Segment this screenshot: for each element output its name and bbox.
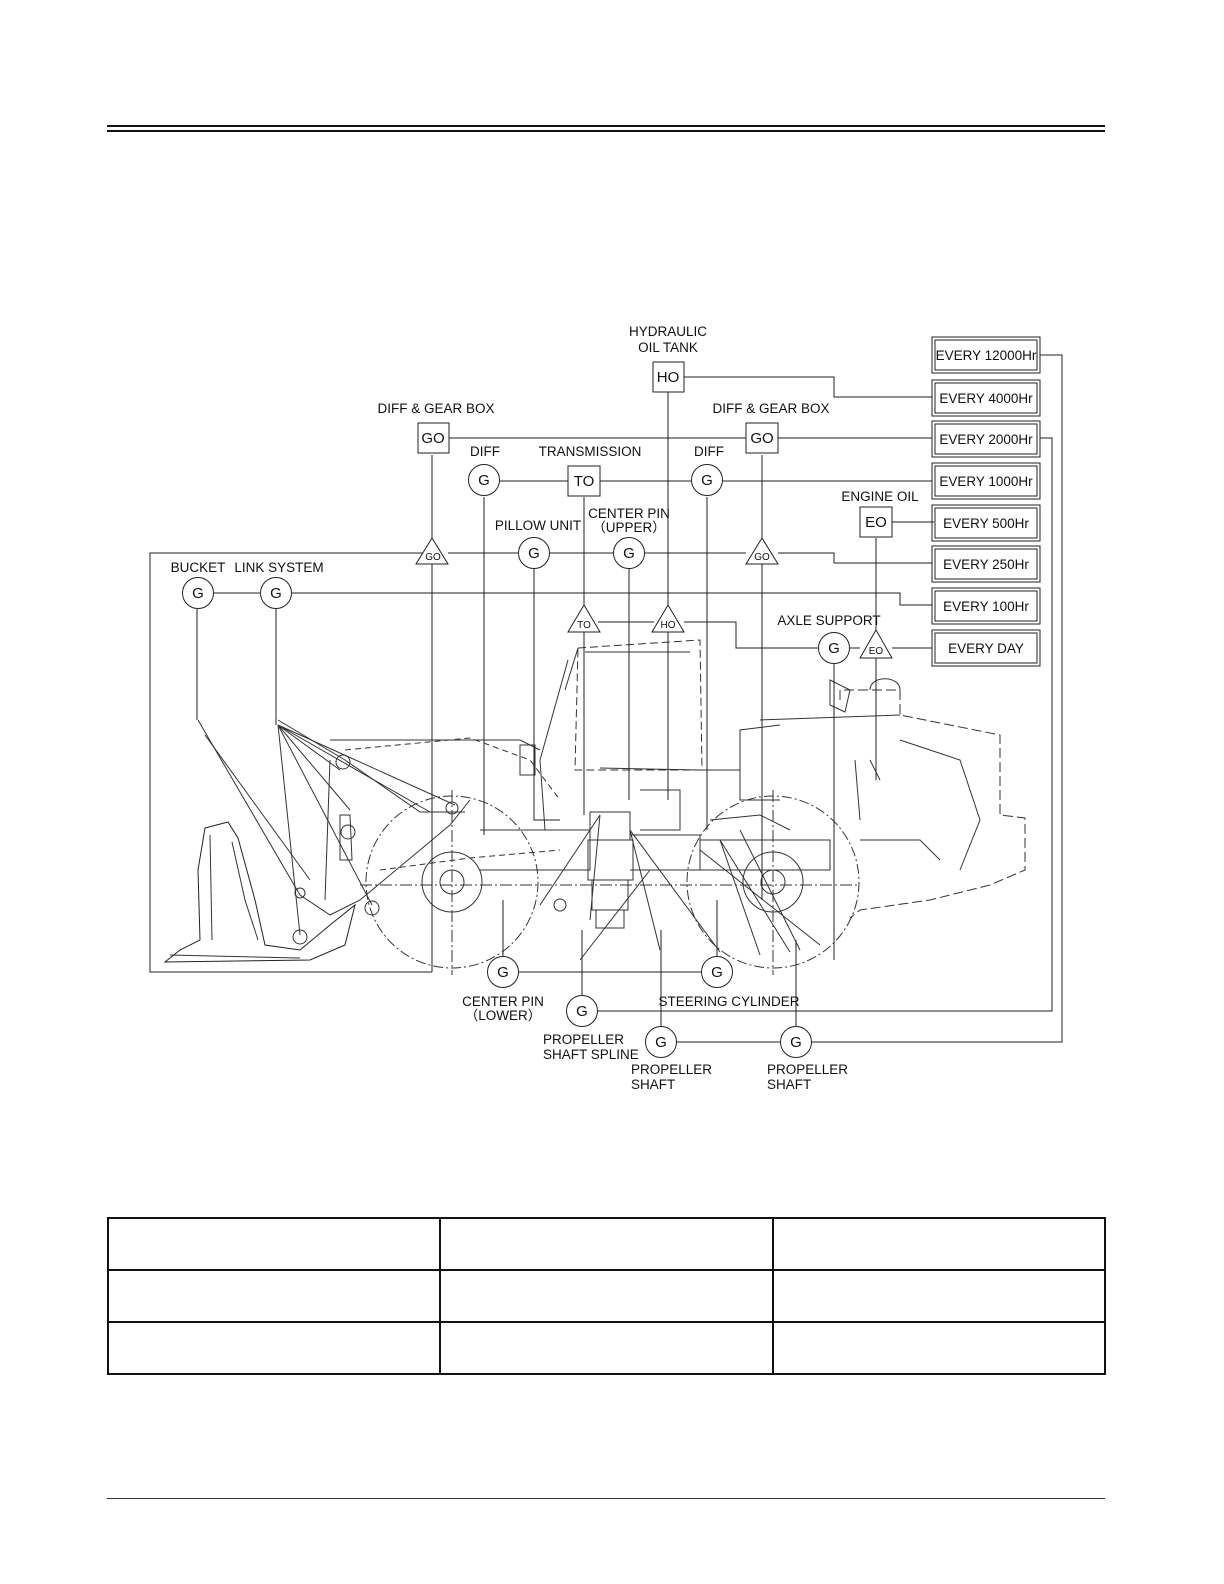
link-system-label: LINK SYSTEM (234, 560, 323, 575)
table-cell (771, 1217, 1107, 1271)
pillow-unit-label: PILLOW UNIT (495, 518, 581, 533)
table-cell (771, 1321, 1107, 1375)
propeller-shaft-left-label-2: SHAFT (631, 1077, 675, 1092)
transmission-label: TRANSMISSION (539, 444, 642, 459)
table-cell (106, 1321, 442, 1375)
symbol-propeller-shaft-right: G (790, 1034, 802, 1051)
table-cell (771, 1269, 1107, 1323)
triangle-to: TO (577, 620, 591, 631)
triangle-ho: HO (661, 620, 676, 631)
center-pin-lower-label-1: CENTER PIN (462, 994, 544, 1009)
interval-250-label: EVERY 250Hr (943, 557, 1029, 572)
symbol-ho: HO (657, 369, 680, 386)
diff-right-label: DIFF (694, 444, 724, 459)
table-row (106, 1269, 1107, 1323)
interval-2000-label: EVERY 2000Hr (939, 432, 1033, 447)
center-pin-upper-label-1: CENTER PIN (588, 506, 670, 521)
hydraulic-oil-tank-label-1: HYDRAULIC (629, 324, 707, 339)
header-rule-thick (107, 125, 1105, 127)
symbol-shapes (182, 361, 893, 1058)
table-cell (106, 1269, 442, 1323)
triangle-go-right: GO (754, 552, 770, 563)
footer-rule (107, 1498, 1105, 1499)
interval-100-label: EVERY 100Hr (943, 599, 1029, 614)
axle-support-label: AXLE SUPPORT (777, 613, 880, 628)
interval-4000-label: EVERY 4000Hr (939, 391, 1033, 406)
bucket-label: BUCKET (171, 560, 226, 575)
symbol-to: TO (574, 473, 595, 490)
symbol-propeller-shaft-left: G (655, 1034, 667, 1051)
hydraulic-oil-tank-label-2: OIL TANK (638, 340, 698, 355)
symbol-pillow-unit: G (528, 545, 540, 562)
symbol-diff-right: G (701, 472, 713, 489)
diff-gear-box-left-label: DIFF & GEAR BOX (377, 401, 494, 416)
propeller-shaft-right-label-1: PROPELLER (767, 1062, 848, 1077)
table-cell (439, 1269, 774, 1323)
symbol-diff-left: G (478, 472, 490, 489)
table-cell (439, 1321, 774, 1375)
table-cell (439, 1217, 774, 1271)
symbol-link-system: G (270, 585, 282, 602)
propeller-shaft-spline-label-1: PROPELLER (543, 1032, 624, 1047)
symbol-go-right: GO (750, 430, 773, 447)
table-cell (106, 1217, 442, 1271)
connector-lines (149, 354, 1063, 1043)
symbol-axle-support: G (828, 640, 840, 657)
triangle-eo: EO (869, 646, 884, 657)
engine-oil-label: ENGINE OIL (841, 489, 919, 504)
steering-cylinder-label: STEERING CYLINDER (658, 994, 799, 1009)
interval-1000-label: EVERY 1000Hr (939, 474, 1033, 489)
propeller-shaft-spline-label-2: SHAFT SPLINE (543, 1047, 639, 1062)
table-row (106, 1217, 1107, 1271)
table-row (106, 1321, 1107, 1375)
symbol-steering-cylinder: G (711, 964, 723, 981)
empty-table (106, 1217, 1107, 1375)
header-rule-thin (107, 130, 1105, 132)
interval-12000-label: EVERY 12000Hr (936, 348, 1037, 363)
propeller-shaft-left-label-1: PROPELLER (631, 1062, 712, 1077)
symbol-eo: EO (865, 514, 887, 531)
interval-500-label: EVERY 500Hr (943, 516, 1029, 531)
symbol-go-left: GO (421, 430, 444, 447)
diff-left-label: DIFF (470, 444, 500, 459)
symbol-center-pin-upper: G (623, 545, 635, 562)
triangle-go-left: GO (425, 552, 441, 563)
diff-gear-box-right-label: DIFF & GEAR BOX (712, 401, 829, 416)
center-pin-upper-label-2: （UPPER） (592, 520, 666, 535)
symbol-center-pin-lower: G (497, 964, 509, 981)
interval-boxes (931, 336, 1041, 667)
propeller-shaft-right-label-2: SHAFT (767, 1077, 811, 1092)
symbol-propeller-shaft-spline: G (576, 1003, 588, 1020)
symbol-bucket: G (192, 585, 204, 602)
interval-day-label: EVERY DAY (948, 641, 1024, 656)
center-pin-lower-label-2: （LOWER） (465, 1008, 542, 1023)
wheel-loader-drawing (163, 639, 1026, 975)
